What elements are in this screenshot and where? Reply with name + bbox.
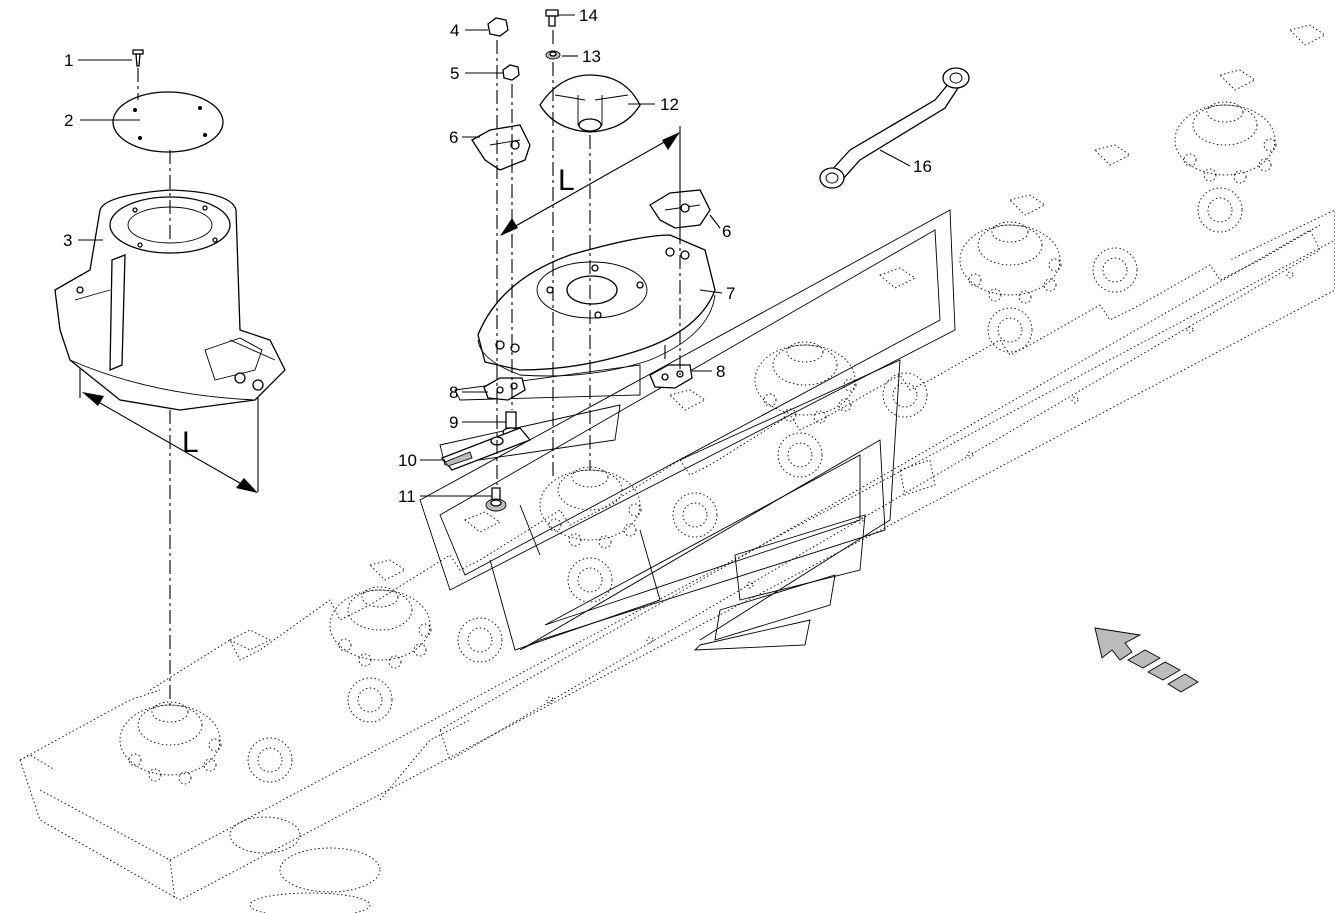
part-6-blade-holder-a: [471, 124, 531, 171]
callout-leaders: [78, 14, 911, 497]
dimension-left: L: [79, 368, 259, 493]
callout-6-upper: 6: [449, 128, 458, 147]
part-3-drum-housing: [54, 189, 286, 411]
hub-5: [959, 221, 1062, 304]
center-lines: [137, 30, 681, 705]
part-8-plate-b: [649, 364, 693, 389]
part-14-bolt: [545, 9, 559, 27]
part-2-cover-plate: [112, 91, 224, 153]
part-12-hub-cap: [539, 74, 641, 133]
callout-14: 14: [579, 6, 598, 25]
dimension-label-left: L: [182, 426, 199, 459]
callout-3: 3: [63, 231, 72, 250]
callout-12: 12: [660, 95, 679, 114]
hub-2: [329, 586, 432, 669]
dimension-label-right: L: [558, 164, 575, 197]
callout-13: 13: [582, 47, 601, 66]
dimension-right: L: [500, 126, 681, 236]
callout-11: 11: [398, 487, 416, 506]
part-8-plate-a: [483, 377, 526, 401]
callout-8-left: 8: [449, 383, 458, 402]
callout-10: 10: [398, 451, 417, 470]
part-7-cutting-disc: [477, 234, 716, 377]
callout-5: 5: [450, 64, 459, 83]
part-11-bolt: [485, 487, 507, 512]
callout-labels: 1 2 3 4 5 6 6 7 8 8 9 10 11 12 13 14 16: [63, 6, 932, 506]
part-4-nut: [487, 17, 509, 37]
part-10-blade: [440, 427, 532, 471]
hub-6: [1174, 101, 1277, 184]
callout-8-right: 8: [716, 362, 725, 381]
part-13-washer: [545, 50, 561, 60]
callout-4: 4: [450, 21, 459, 40]
part-16-wrench: [819, 67, 970, 189]
part-5-nut: [502, 64, 520, 81]
callout-7: 7: [726, 284, 735, 303]
callout-6-lower: 6: [722, 222, 731, 241]
hub-3: [539, 466, 642, 549]
callout-9: 9: [449, 413, 458, 432]
hub-1: [119, 701, 222, 785]
part-1-screw: [132, 49, 144, 67]
cutter-bar: [19, 24, 1335, 913]
bearings: [247, 187, 1243, 783]
callout-1: 1: [64, 51, 73, 70]
callout-2: 2: [64, 111, 73, 130]
direction-arrow-icon: [1094, 627, 1199, 693]
callout-16: 16: [913, 157, 932, 176]
